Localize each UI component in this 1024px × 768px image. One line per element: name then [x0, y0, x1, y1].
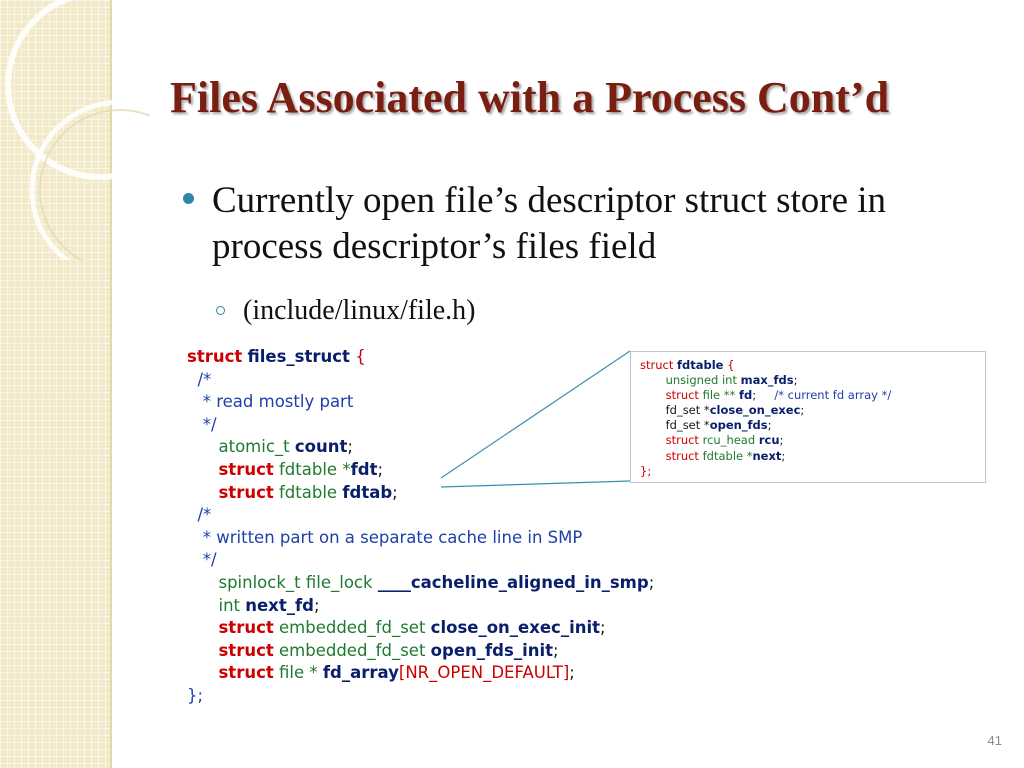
files-struct-code-block: struct files_struct { /* * read mostly p…	[187, 346, 767, 708]
fdtable-callout-box: struct fdtable { unsigned int max_fds; s…	[630, 351, 986, 483]
bullet-dot-icon	[183, 193, 194, 204]
code-line: */	[197, 550, 217, 570]
code-line: */	[197, 414, 217, 434]
code-line: struct file * fd_array[NR_OPEN_DEFAULT];	[218, 663, 575, 683]
code-line: struct files_struct {	[187, 347, 366, 366]
bullet-ring-icon	[216, 306, 225, 315]
callout-line: struct fdtable {	[640, 358, 735, 372]
code-line: };	[187, 685, 204, 705]
code-line: /*	[197, 369, 212, 389]
callout-line: struct rcu_head rcu;	[665, 433, 784, 448]
callout-line: fd_set *open_fds;	[665, 418, 772, 433]
code-line: struct embedded_fd_set open_fds_init;	[218, 640, 559, 660]
code-line: * written part on a separate cache line …	[197, 527, 583, 547]
bullet-sub-text: (include/linux/file.h)	[243, 295, 476, 326]
callout-line: struct file ** fd; /* current fd array *…	[665, 388, 892, 403]
callout-line: struct fdtable *next;	[665, 448, 786, 463]
bullet-main-text: Currently open file’s descriptor struct …	[212, 180, 887, 267]
code-line: * read mostly part	[197, 392, 354, 412]
code-line: struct fdtable fdtab;	[218, 482, 398, 502]
slide-title: Files Associated with a Process Cont’d	[170, 73, 890, 122]
code-line: int next_fd;	[218, 595, 320, 615]
page-number: 41	[987, 733, 1002, 748]
code-line: atomic_t count;	[218, 437, 353, 457]
callout-line: };	[640, 463, 652, 478]
code-line: struct fdtable *fdt;	[218, 459, 384, 479]
code-line: spinlock_t file_lock ____cacheline_align…	[218, 572, 655, 592]
decorative-rings	[5, 0, 150, 260]
callout-line: fd_set *close_on_exec;	[665, 403, 805, 418]
code-line: /*	[197, 505, 212, 525]
code-line: struct embedded_fd_set close_on_exec_ini…	[218, 618, 606, 638]
callout-line: unsigned int max_fds;	[665, 373, 798, 388]
